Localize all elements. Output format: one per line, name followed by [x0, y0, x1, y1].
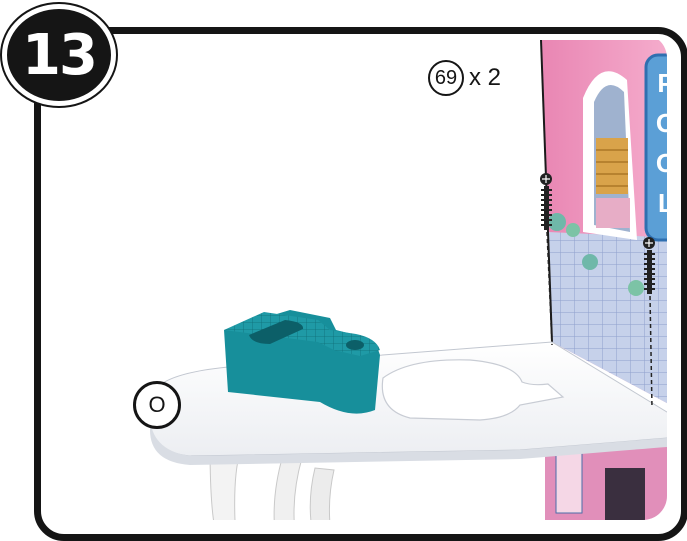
part-number: 69 — [435, 67, 457, 90]
step-number: 13 — [22, 23, 96, 88]
hardware-quantity: 69 x 2 — [428, 59, 501, 97]
sign-letter: L — [658, 188, 674, 218]
sign-letter: O — [656, 108, 676, 138]
sign-letter: P — [657, 68, 674, 98]
step-number-badge: 13 — [2, 4, 116, 106]
sign-letter: O — [656, 148, 676, 178]
part-letter: O — [148, 392, 165, 418]
quantity-multiplier: x 2 — [469, 64, 501, 92]
part-number-circle: 69 — [428, 60, 464, 96]
part-label-circle: O — [133, 381, 181, 429]
